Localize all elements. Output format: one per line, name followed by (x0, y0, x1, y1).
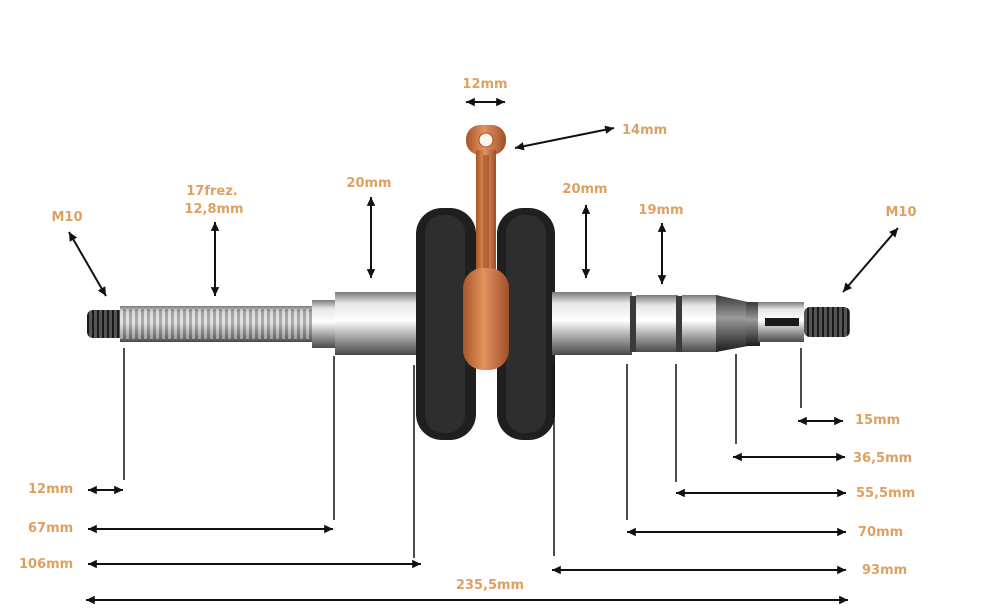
rod-width-arrow (466, 97, 505, 107)
length-70-label: 70mm (858, 525, 904, 540)
connecting-rod (463, 125, 509, 370)
length-55-label: 55,5mm (856, 486, 916, 501)
length-total-arrow (86, 595, 848, 605)
taper (716, 295, 748, 352)
length-67-arrow (88, 524, 333, 534)
length-55-arrow (676, 488, 846, 498)
m10-right-arrow (842, 227, 899, 293)
length-12-arrow (88, 485, 123, 495)
bearing-seat-diameter-label: 19mm (638, 203, 684, 218)
length-67-label: 67mm (28, 521, 74, 536)
m10-left-arrow (68, 231, 107, 297)
spline-diameter-arrow (210, 222, 220, 296)
dimension-lines (68, 97, 899, 605)
length-36-label: 36,5mm (853, 451, 913, 466)
right-journal-diameter-label: 20mm (562, 182, 608, 197)
rod-width-label: 12mm (462, 77, 508, 92)
right-journal-diameter-arrow (581, 205, 591, 278)
spline-count-label: 17frez. (186, 184, 238, 199)
length-93-arrow (552, 565, 846, 575)
length-93-label: 93mm (862, 563, 908, 578)
rod-eye-arrow (514, 125, 615, 151)
spline-diameter-label: 12,8mm (184, 202, 244, 217)
rod-eye-label: 14mm (622, 123, 668, 138)
length-12-label: 12mm (28, 482, 74, 497)
length-106-label: 106mm (19, 557, 74, 572)
left-thread (87, 310, 125, 338)
length-total-label: 235,5mm (455, 578, 525, 593)
length-15-arrow (798, 416, 843, 426)
m10-right-label: M10 (885, 205, 917, 220)
right-thread (804, 307, 850, 337)
bearing-seat-diameter-arrow (657, 223, 667, 284)
left-journal-diameter-label: 20mm (346, 176, 392, 191)
left-journal-diameter-arrow (366, 197, 376, 278)
right-journal (552, 292, 632, 355)
length-36-arrow (733, 452, 845, 462)
length-70-arrow (627, 527, 846, 537)
length-106-arrow (88, 559, 421, 569)
crankshaft (87, 125, 850, 440)
left-journal (335, 292, 427, 355)
m10-left-label: M10 (51, 210, 83, 225)
length-15-label: 15mm (855, 413, 901, 428)
